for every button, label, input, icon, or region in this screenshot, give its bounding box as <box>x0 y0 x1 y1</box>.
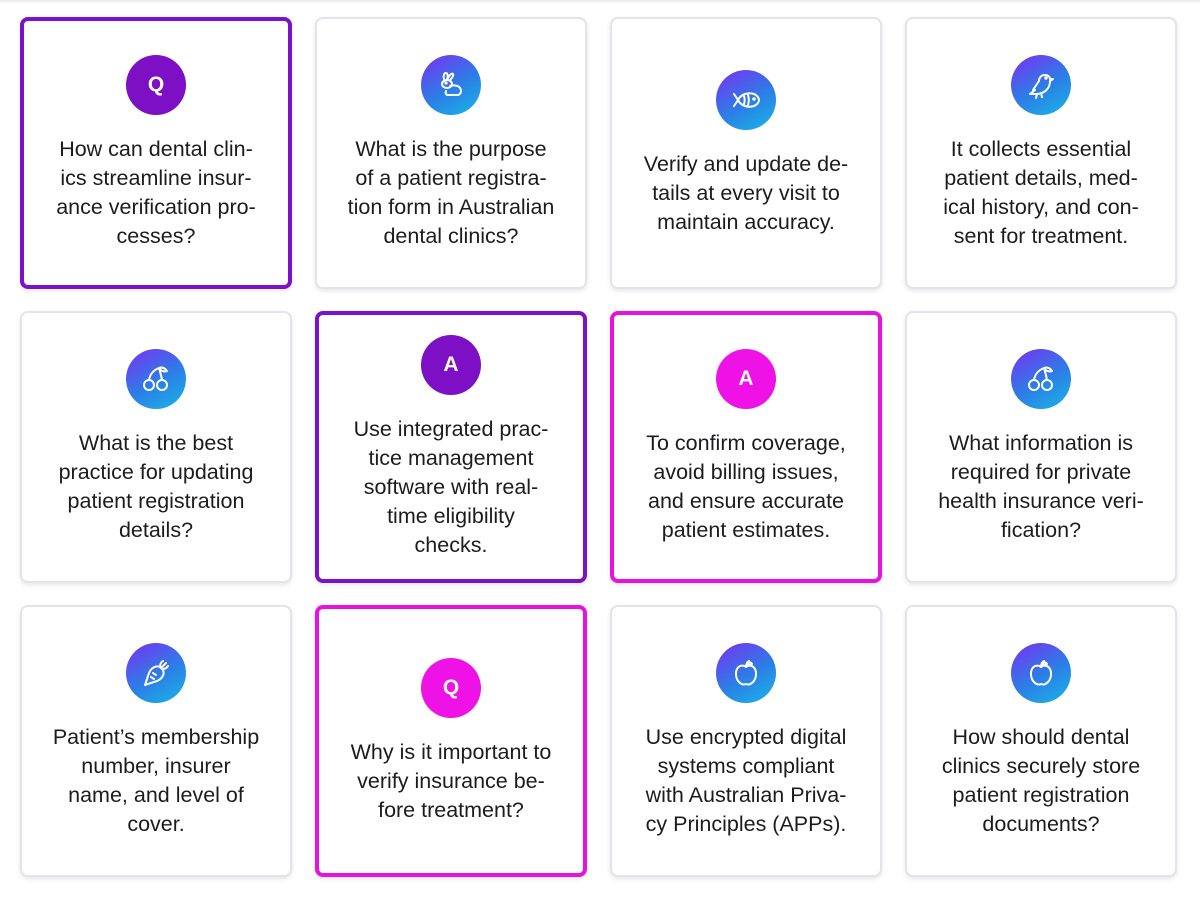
card-7[interactable]: A To confirm coverage, avoid billing iss… <box>610 311 882 583</box>
card-1[interactable]: Q How can dental clin- ics streamline in… <box>20 17 292 289</box>
cherry-icon <box>126 349 186 409</box>
question-badge: Q <box>126 55 186 115</box>
top-divider <box>0 0 1200 4</box>
card-11[interactable]: Use encrypted digital systems compliant … <box>610 605 882 877</box>
card-text: It collects essential patient details, m… <box>943 137 1139 248</box>
card-5[interactable]: What is the best practice for updating p… <box>20 311 292 583</box>
card-text: How should dental clinics securely store… <box>941 725 1141 836</box>
question-badge: Q <box>421 657 481 718</box>
carrot-icon <box>126 643 186 703</box>
card-12[interactable]: How should dental clinics securely store… <box>905 605 1177 877</box>
card-10[interactable]: Q Why is it important to verify insuranc… <box>315 605 587 877</box>
answer-badge: A <box>421 334 481 395</box>
card-text: Use encrypted digital systems compliant … <box>645 725 847 836</box>
card-3[interactable]: Verify and update de- tails at every vis… <box>610 17 882 289</box>
bird-icon <box>1011 55 1071 115</box>
apple-icon <box>716 643 776 703</box>
rabbit-icon <box>421 55 481 115</box>
fish-icon <box>716 69 776 130</box>
card-text: To confirm coverage, avoid billing issue… <box>646 431 846 542</box>
apple-icon <box>1011 643 1071 703</box>
card-4[interactable]: It collects essential patient details, m… <box>905 17 1177 289</box>
card-text: How can dental clin- ics streamline insu… <box>56 137 256 248</box>
card-9[interactable]: Patient’s membership number, insurer nam… <box>20 605 292 877</box>
card-text: What is the best practice for updating p… <box>58 431 254 542</box>
card-text: What is the purpose of a patient registr… <box>347 137 555 248</box>
card-text: Use integrated prac- tice management sof… <box>353 416 549 557</box>
card-8[interactable]: What information is required for private… <box>905 311 1177 583</box>
memory-card-grid: Q How can dental clin- ics streamline in… <box>20 17 1177 877</box>
card-text: Why is it important to verify insurance … <box>350 739 552 822</box>
cherry-icon <box>1011 349 1071 409</box>
answer-badge: A <box>716 349 776 409</box>
card-text: What information is required for private… <box>938 431 1144 542</box>
card-text: Patient’s membership number, insurer nam… <box>52 725 260 836</box>
card-6[interactable]: A Use integrated prac- tice management s… <box>315 311 587 583</box>
card-2[interactable]: What is the purpose of a patient registr… <box>315 17 587 289</box>
card-text: Verify and update de- tails at every vis… <box>643 151 849 234</box>
